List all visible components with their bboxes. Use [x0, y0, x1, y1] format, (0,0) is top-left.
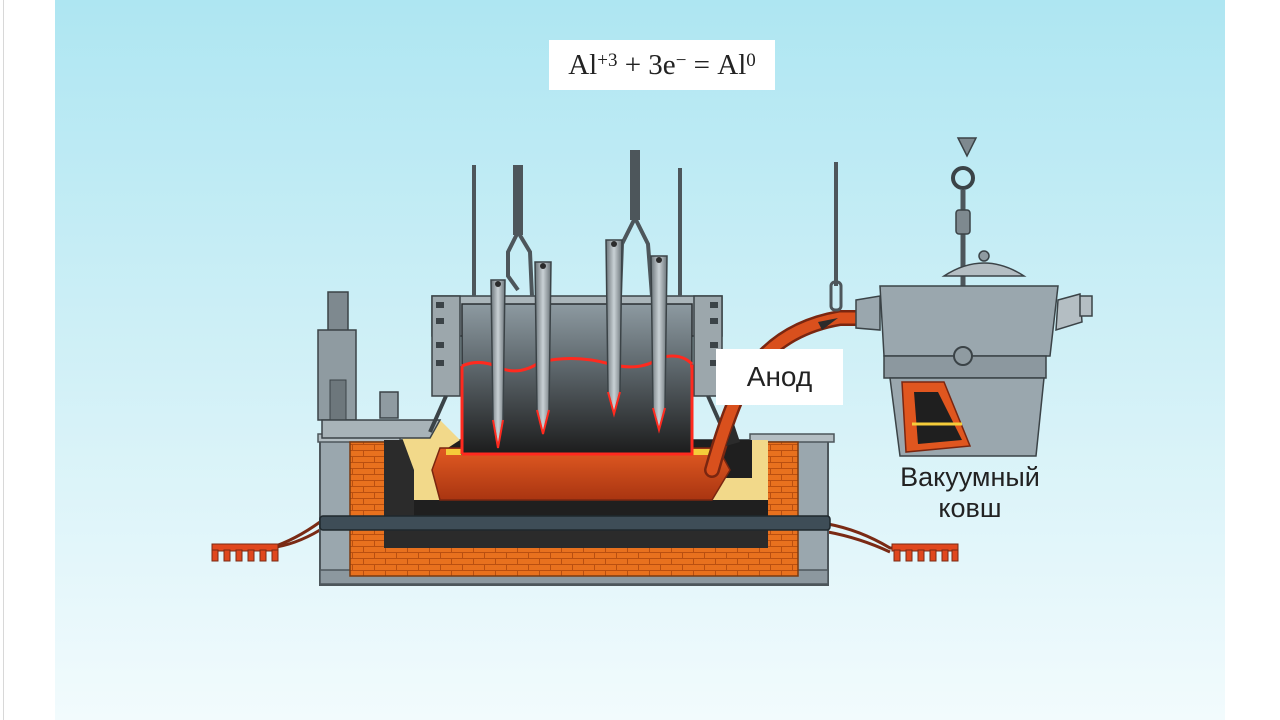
molten-bath — [431, 447, 731, 501]
busbar-right — [827, 522, 959, 562]
anode-pins — [490, 239, 668, 449]
right-frame — [1225, 0, 1280, 720]
formula-right-element: Al — [717, 48, 747, 81]
busbar-left — [211, 520, 321, 562]
edge-line — [3, 0, 4, 720]
vacuum-ladle — [855, 137, 1093, 457]
left-frame — [0, 0, 55, 720]
siphon-tube — [704, 162, 868, 478]
ladle-label-line2: ковш — [938, 493, 1002, 523]
formula-electrons: + 3e — [624, 48, 676, 81]
cathode-bar — [319, 515, 831, 531]
ladle-label: Вакуумный ковш — [880, 462, 1060, 524]
left-superstructure — [317, 291, 442, 439]
anode-label-text: Анод — [746, 361, 813, 392]
formula-left-element: Al — [568, 48, 598, 81]
ladle-label-line1: Вакуумный — [900, 462, 1040, 492]
anode-label: Анод — [716, 349, 843, 405]
formula-equals: = — [693, 48, 711, 81]
